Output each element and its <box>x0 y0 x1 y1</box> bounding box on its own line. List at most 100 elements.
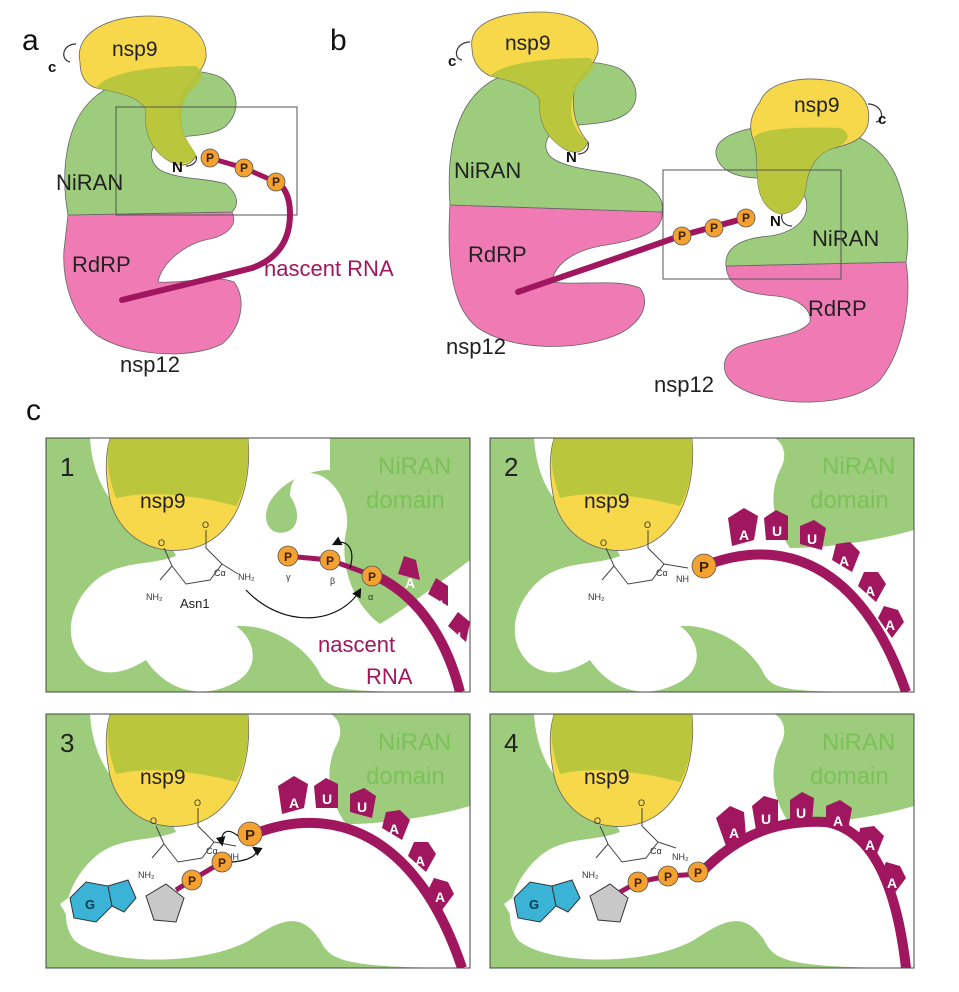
step-4-phosphates: P P P <box>627 861 709 893</box>
step-4-domain-line2: domain <box>810 763 889 790</box>
step-3-attack-arrow <box>231 846 263 863</box>
step-3-guanine-label: G <box>85 897 95 912</box>
step-2-o-top: O <box>644 520 651 530</box>
step-2-bases: A U U A A A <box>728 508 904 638</box>
step-1-o-top: O <box>202 520 209 530</box>
base-flag <box>752 796 778 830</box>
step-1-asn1-structure <box>159 530 239 585</box>
phosphate-label: P <box>188 874 196 888</box>
step-4-nsp9-label: nsp9 <box>584 766 630 789</box>
phosphate-label: P <box>326 554 334 568</box>
step-1-release-arrow <box>331 536 353 569</box>
base-label: A <box>887 875 897 891</box>
panel-b-left-c-terminus: c <box>448 53 456 70</box>
base-label: U <box>322 791 332 807</box>
panel-a-niran-label: NiRAN <box>56 170 123 195</box>
phosphate-label: P <box>694 866 702 880</box>
base-flag <box>278 776 308 814</box>
base-flag <box>448 612 470 642</box>
panel-a-zoom-box <box>115 106 298 216</box>
panel-a-rdrp-shape <box>63 211 242 355</box>
step-2-domain-line1: NiRAN <box>822 453 895 480</box>
step-1-rna-arc <box>369 569 465 692</box>
step-4-o-top: O <box>638 798 645 808</box>
step-2-nh: NH <box>676 574 689 584</box>
phosphate-label: P <box>245 827 255 844</box>
step-3-o-side: O <box>150 816 157 826</box>
base-flag <box>790 792 814 822</box>
step-2-rna-arc <box>702 549 911 692</box>
step-1-residue-label: Asn1 <box>180 596 210 611</box>
phosphate-circle <box>704 218 724 238</box>
step-3-ribose <box>145 883 185 923</box>
panel-c-step-1: A U U 1 NiRAN domain nsp9 nascent RNA O … <box>46 438 470 692</box>
base-flag <box>880 862 906 894</box>
panel-b-right-nsp9-label: nsp9 <box>794 94 840 117</box>
step-3-nh: NH <box>226 852 239 862</box>
base-label: U <box>772 523 782 539</box>
base-label: U <box>451 629 461 645</box>
step-1-nh2-amine: NH₂ <box>238 572 255 582</box>
base-flag <box>826 800 852 830</box>
step-1-overlap <box>107 438 249 506</box>
base-label: A <box>405 575 415 591</box>
step-4-ribose <box>589 883 629 923</box>
base-label: A <box>865 837 875 853</box>
panel-b-right-rdrp-label: RdRP <box>808 296 867 321</box>
panel-b: b c N nsp9 NiRAN RdRP nsp12 c N nsp9 NiR… <box>330 11 909 403</box>
phosphate-circle <box>181 869 203 891</box>
phosphate-circle <box>672 226 692 246</box>
phosphate-circle <box>266 172 286 192</box>
phosphate-gamma <box>277 545 299 567</box>
phosphate-label: P <box>206 151 214 165</box>
phosphate-label: P <box>218 856 226 870</box>
step-4-domain-line1: NiRAN <box>822 729 895 756</box>
base-label: A <box>739 527 749 543</box>
base-flag <box>398 556 420 580</box>
panel-b-rna-strand <box>515 215 749 295</box>
panel-a-n-terminus: N <box>172 159 183 176</box>
base-flag <box>716 806 746 846</box>
step-3-guanine-ring5 <box>107 879 137 913</box>
panel-b-left-c-tether <box>455 41 471 61</box>
step-4-guanine-ring5 <box>551 879 581 913</box>
step-3-o-top: O <box>194 798 201 808</box>
base-flag <box>728 508 758 546</box>
step-4-overlap <box>551 714 693 782</box>
phosphate-circle <box>687 861 709 883</box>
step-1-ca: Cα <box>214 568 226 578</box>
step-4-asn1-structure <box>595 808 677 863</box>
base-label: A <box>289 795 299 811</box>
step-3-domain-line1: NiRAN <box>378 729 451 756</box>
base-flag <box>350 788 376 818</box>
step-1-alpha: α <box>368 592 373 602</box>
base-flag <box>428 578 448 606</box>
step-4-o-side: O <box>594 816 601 826</box>
step-3-ca: Cα <box>206 846 218 856</box>
panel-a-rna-label: nascent RNA <box>264 256 394 281</box>
base-label: U <box>761 811 771 827</box>
panel-c-step-2: A U U A A A 2 NiRAN domain nsp9 O O C <box>490 438 914 692</box>
phosphate-label: P <box>699 559 709 576</box>
step-1-number: 1 <box>60 452 74 482</box>
base-label: A <box>885 617 895 633</box>
panel-b-left-n-terminus: N <box>566 149 577 166</box>
panel-b-left-rdrp-label: RdRP <box>468 242 527 267</box>
step-1-attack-arrow <box>245 587 362 619</box>
panel-b-right-overlap <box>754 127 848 214</box>
base-label: A <box>435 889 445 905</box>
phosphate-label: P <box>664 870 672 884</box>
phosphate-label: P <box>678 229 686 243</box>
base-flag <box>878 606 904 638</box>
panel-a-overlap <box>96 66 202 164</box>
panel-a-n-tether <box>185 155 197 167</box>
panel-b-zoom-box <box>662 169 842 280</box>
panel-a-letter: a <box>22 24 39 57</box>
base-label: U <box>807 531 817 547</box>
panel-a-nsp9-label: nsp9 <box>112 38 158 61</box>
panel-b-right-nsp12-label: nsp12 <box>654 372 714 397</box>
base-label: U <box>433 597 443 613</box>
phosphate-alpha <box>361 565 383 587</box>
base-label: U <box>357 799 367 815</box>
